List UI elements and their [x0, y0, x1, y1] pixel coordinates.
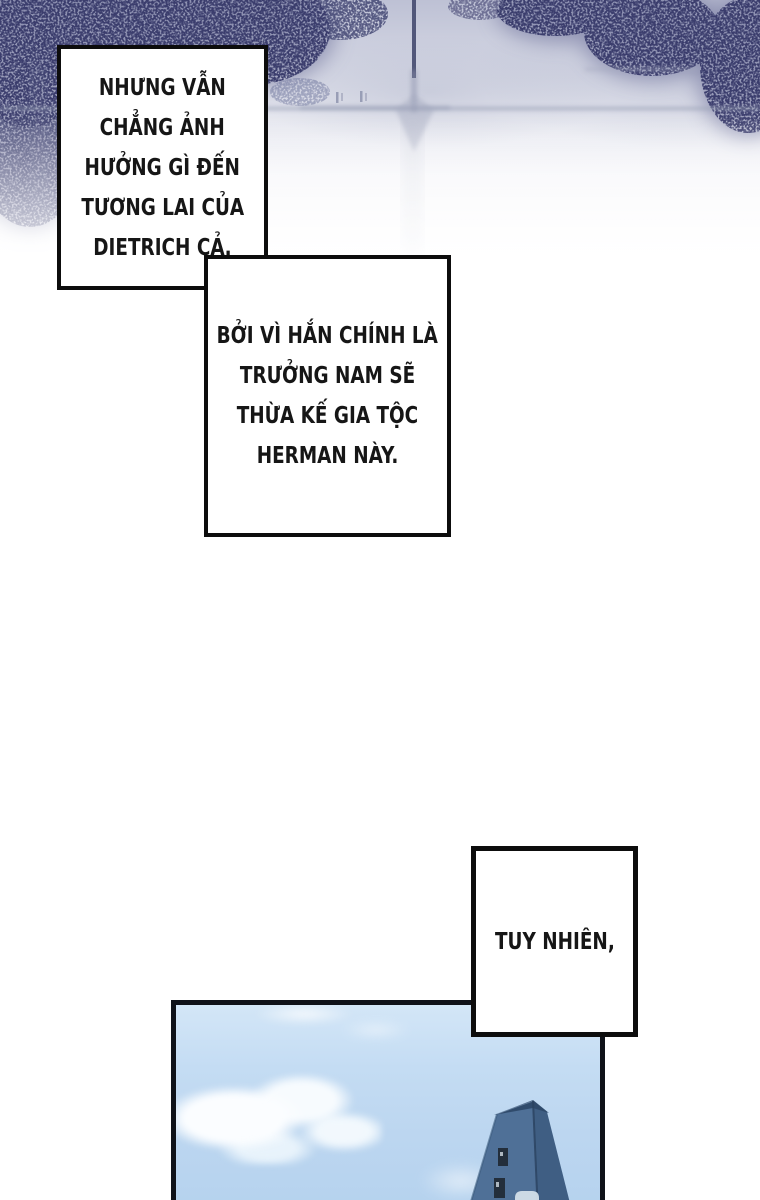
- tower-windows: [494, 1148, 508, 1198]
- caption-text-line: HƯỞNG GÌ ĐẾN: [84, 154, 241, 181]
- tower-top-highlight: [496, 1100, 534, 1115]
- caption-text-line: TƯƠNG LAI CỦA: [81, 194, 244, 221]
- caption-box-heir-herman: BỞI VÌ HẮN CHÍNH LÀ TRƯỞNG NAM SẼ THỪA K…: [204, 255, 451, 537]
- caption-text-line: NHƯNG VẪN: [99, 74, 226, 101]
- caption-text-line: HERMAN NÀY.: [256, 443, 399, 469]
- tower-arch-door: [515, 1191, 539, 1200]
- caption-box-however: TUY NHIÊN,: [471, 846, 638, 1037]
- caption-box-dietrich-future: NHƯNG VẪN CHẲNG ẢNH HƯỞNG GÌ ĐẾN TƯƠNG L…: [57, 45, 268, 290]
- tower-left-edge: [470, 1113, 498, 1200]
- cloud: [326, 1017, 426, 1043]
- caption-text-line: CHẲNG ẢNH: [99, 114, 226, 141]
- caption-text-line: THỪA KẾ GIA TỘC: [236, 403, 419, 429]
- tower-roof-cap: [494, 1100, 549, 1115]
- caption-text-line: BỞI VÌ HẮN CHÍNH LÀ: [216, 323, 439, 349]
- tower-illustration: [470, 1100, 570, 1200]
- tower-right-face: [533, 1101, 570, 1200]
- caption-text-line: TUY NHIÊN,: [494, 928, 615, 955]
- caption-text-line: TRƯỞNG NAM SẼ: [239, 363, 416, 389]
- cloud: [176, 1061, 382, 1165]
